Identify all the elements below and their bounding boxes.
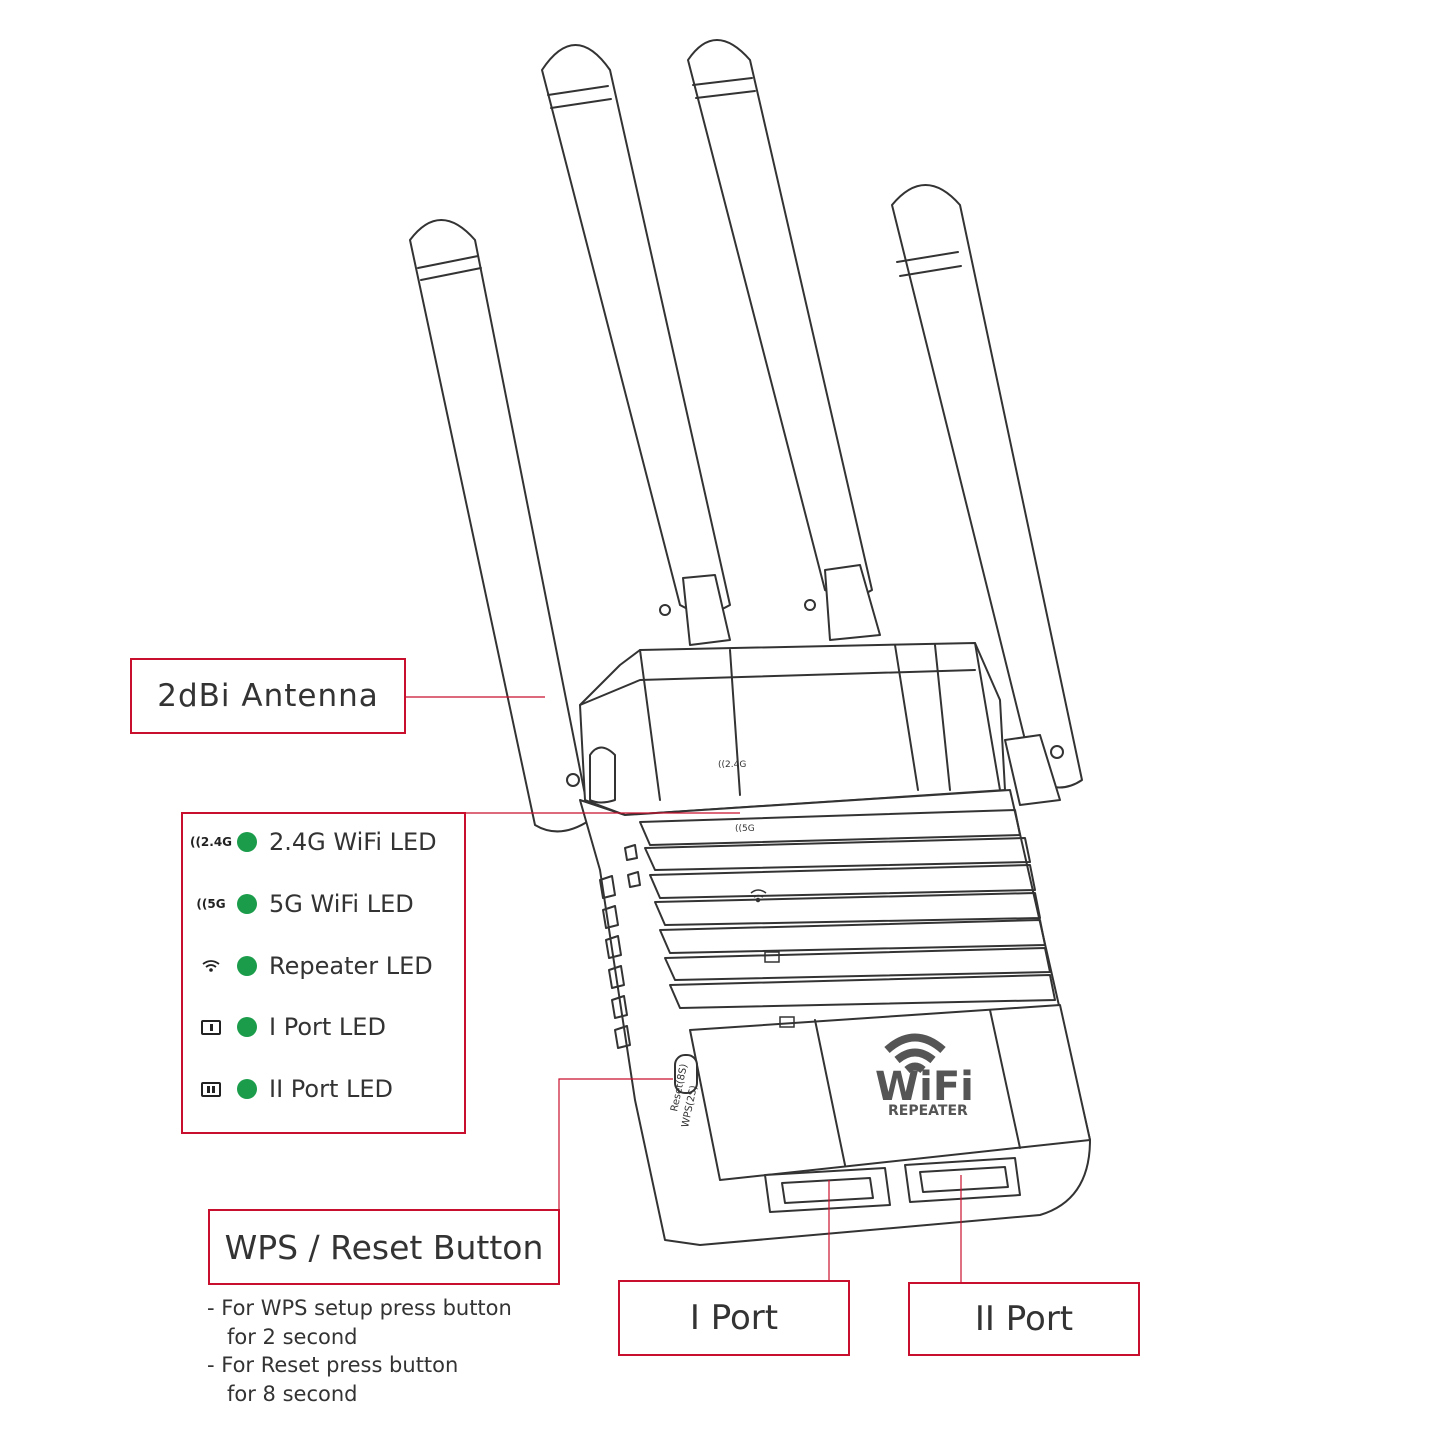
port1-callout-label: I Port xyxy=(689,1298,779,1338)
device-label-5g: ((5G xyxy=(735,824,755,834)
wps-reset-callout: WPS / Reset Button xyxy=(208,1209,560,1285)
led-label-port1: I Port LED xyxy=(269,1013,386,1041)
antenna-left xyxy=(409,219,591,833)
port2-callout-label: II Port xyxy=(974,1299,1074,1339)
wps-note-line-3: - For Reset press button xyxy=(207,1353,459,1377)
port2-callout: II Port xyxy=(908,1282,1140,1356)
wps-note-line-4: for 8 second xyxy=(227,1381,358,1406)
device-vents xyxy=(599,809,1056,1049)
led-row-port2: II Port LED xyxy=(183,1069,466,1109)
port-1-icon xyxy=(189,1019,233,1035)
wps-note-line-2: for 2 second xyxy=(227,1324,358,1349)
led-label-repeater: Repeater LED xyxy=(269,952,433,980)
led-indicator-5g xyxy=(237,894,257,914)
wps-notes: - For WPS setup press button for 2 secon… xyxy=(207,1294,512,1408)
led-row-24g: ((2.4G 2.4G WiFi LED xyxy=(183,822,466,862)
wifi-logo: WiFi REPEATER xyxy=(875,1033,974,1119)
led-indicator-24g xyxy=(237,832,257,852)
wps-note-line-1: - For WPS setup press button xyxy=(207,1296,512,1320)
antenna-right xyxy=(891,184,1083,806)
wifi-logo-main: WiFi xyxy=(875,1064,974,1110)
antenna-inner-left xyxy=(541,44,731,646)
port-2-socket xyxy=(904,1157,1021,1203)
wifi-logo-sub: REPEATER xyxy=(888,1103,968,1119)
led-indicator-repeater xyxy=(237,956,257,976)
wifi-2g-icon: ((2.4G xyxy=(189,835,233,849)
device-front-panel xyxy=(689,1004,1091,1181)
led-label-24g: 2.4G WiFi LED xyxy=(269,828,437,856)
device-top-housing xyxy=(579,642,1006,816)
device-port1-led-icon xyxy=(764,951,780,963)
led-label-port2: II Port LED xyxy=(269,1075,394,1103)
led-row-repeater: Repeater LED xyxy=(183,946,466,986)
device-label-24g: ((2.4G xyxy=(718,760,746,770)
led-row-5g: ((5G 5G WiFi LED xyxy=(183,884,466,924)
repeater-icon xyxy=(189,959,233,973)
leader-wps xyxy=(558,1078,673,1209)
antenna-callout-label: 2dBi Antenna xyxy=(157,678,379,714)
wps-reset-callout-label: WPS / Reset Button xyxy=(224,1227,544,1267)
port-2-icon xyxy=(189,1081,233,1097)
led-indicator-port1 xyxy=(237,1017,257,1037)
led-legend: ((2.4G 2.4G WiFi LED ((5G 5G WiFi LED Re… xyxy=(181,812,466,1134)
led-indicator-port2 xyxy=(237,1079,257,1099)
led-label-5g: 5G WiFi LED xyxy=(269,890,414,918)
device-port2-led-icon xyxy=(779,1016,795,1028)
led-row-port1: I Port LED xyxy=(183,1007,466,1047)
device-repeater-icon xyxy=(750,889,767,903)
port1-callout: I Port xyxy=(618,1280,850,1356)
antenna-callout: 2dBi Antenna xyxy=(130,658,406,734)
wps-reset-button xyxy=(674,1054,698,1094)
wifi-5g-icon: ((5G xyxy=(196,897,226,911)
antenna-inner-right xyxy=(687,39,881,641)
